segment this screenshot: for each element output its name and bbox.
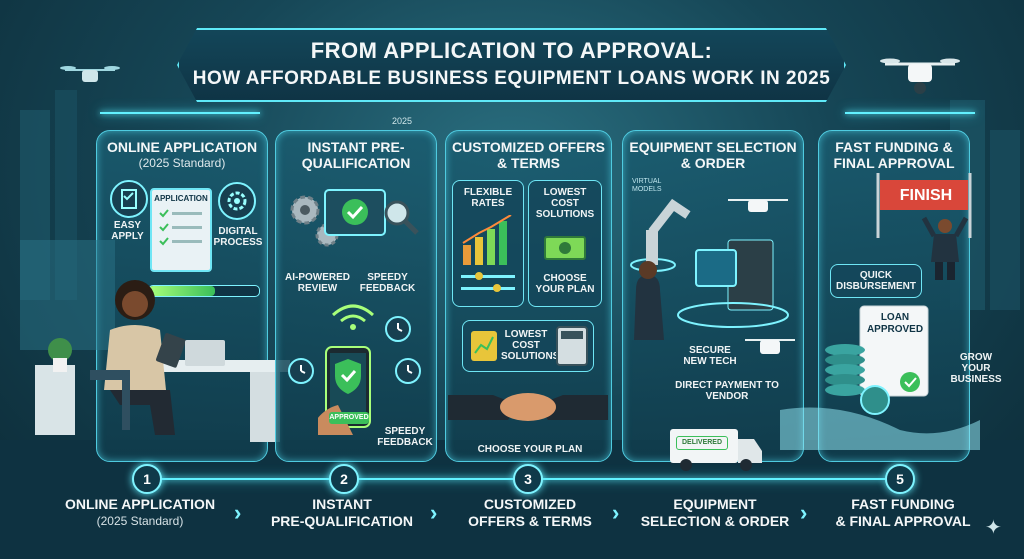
- label-flexible-rates: FLEXIBLE RATES: [463, 187, 513, 209]
- flow-line: [845, 112, 975, 114]
- server-icon: [677, 239, 789, 328]
- loan-approved-title: LOAN APPROVED: [866, 312, 924, 335]
- clock-icon: [395, 358, 421, 384]
- magnifier-icon: [384, 200, 419, 235]
- step-subtitle: & FINAL APPROVAL: [835, 513, 971, 529]
- step-title: INSTANT: [312, 496, 372, 512]
- label-lowest-cost: LOWEST COST SOLUTIONS: [535, 187, 595, 220]
- chevron-right-icon: ›: [234, 500, 242, 525]
- title-banner: FROM APPLICATION TO APPROVAL: HOW AFFORD…: [177, 28, 846, 102]
- title-line-1: FROM APPLICATION TO APPROVAL:: [310, 38, 713, 63]
- ai-review-illustration: [290, 189, 419, 247]
- checkmark-icon: [342, 199, 368, 225]
- calculator-icon: [556, 326, 588, 366]
- label-choose-plan: CHOOSE YOUR PLAN: [535, 273, 595, 295]
- label-digital-process: DIGITAL PROCESS: [213, 226, 263, 248]
- cash-icon: [544, 236, 586, 260]
- drone-icon: [880, 58, 960, 94]
- label-easy-apply: EASY APPLY: [111, 220, 144, 242]
- chart-icon: [471, 331, 497, 361]
- card-cost-solutions: LOWEST COST SOLUTIONS: [462, 320, 594, 372]
- label-quick-disbursement: QUICK DISBURSEMENT: [835, 270, 916, 292]
- step-number: 2: [329, 464, 359, 494]
- phone-approval-illustration: [318, 346, 371, 435]
- checkmark-icon: [900, 372, 920, 392]
- progress-fill: [149, 286, 215, 296]
- equipment-illustration: [630, 198, 789, 340]
- application-form: APPLICATION: [150, 188, 212, 272]
- card-lowest-cost: LOWEST COST SOLUTIONS CHOOSE YOUR PLAN: [528, 180, 602, 307]
- step-title: FAST FUNDING: [851, 496, 955, 512]
- application-progress-bar: [148, 285, 260, 297]
- panel-title: INSTANT PRE-QUALIFICATION: [301, 139, 411, 171]
- step-subtitle: PRE-QUALIFICATION: [270, 513, 414, 529]
- clock-icon: [288, 358, 314, 384]
- celebrating-person: [921, 216, 969, 280]
- chart-icon: [461, 215, 515, 292]
- gear-icon: [218, 182, 256, 220]
- label-virtual-models: VIRTUAL MODELS: [632, 178, 662, 193]
- finish-banner-text: FINISH: [899, 187, 953, 204]
- card-quick-disbursement: QUICK DISBURSEMENT: [830, 264, 922, 298]
- shield-icon: [335, 359, 361, 394]
- step-number: 5: [885, 464, 915, 494]
- sparkle-icon: ✦: [985, 517, 1002, 539]
- approved-badge: APPROVED: [329, 412, 369, 424]
- step-title: EQUIPMENT: [673, 496, 757, 512]
- chevron-right-icon: ›: [612, 500, 620, 525]
- label-ai-review: AI-POWERED REVIEW: [285, 272, 350, 294]
- chevron-right-icon: ›: [800, 500, 808, 525]
- trophy-flag-icon: [876, 173, 972, 238]
- step-subtitle: OFFERS & TERMS: [468, 513, 592, 529]
- step-title: ONLINE APPLICATION: [64, 496, 216, 512]
- label-speedy-feedback: SPEEDY FEEDBACK: [359, 272, 416, 294]
- delivered-badge: DELIVERED: [676, 436, 728, 450]
- step-subtitle: SELECTION & ORDER: [640, 513, 790, 529]
- step-label: EQUIPMENT SELECTION & ORDER: [640, 496, 790, 530]
- gear-icon: [290, 195, 320, 225]
- title-line-2: HOW AFFORDABLE BUSINESS EQUIPMENT LOANS …: [192, 68, 831, 89]
- step-label: FAST FUNDING & FINAL APPROVAL: [828, 496, 978, 530]
- label-choose-plan-2: CHOOSE YOUR PLAN: [477, 444, 583, 455]
- label-lowest-cost-2: LOWEST COST SOLUTIONS: [501, 329, 560, 362]
- drone-icon: [728, 199, 788, 212]
- label-direct-payment: DIRECT PAYMENT TO VENDOR: [675, 380, 779, 402]
- step-number: 3: [513, 464, 543, 494]
- card-flexible-rates: FLEXIBLE RATES: [452, 180, 524, 307]
- step-label: CUSTOMIZED OFFERS & TERMS: [455, 496, 605, 530]
- step-number: 1: [132, 464, 162, 494]
- label-speedy-feedback-2: SPEEDY FEEDBACK: [377, 426, 433, 448]
- year-tag: 2025: [392, 116, 413, 126]
- drone-icon: [60, 66, 120, 82]
- dollar-icon: [860, 385, 890, 415]
- coin-stack-icon: [825, 344, 865, 396]
- step-label: ONLINE APPLICATION (2025 Standard): [55, 496, 225, 530]
- wifi-icon: [331, 304, 375, 330]
- panel-title: ONLINE APPLICATION: [106, 139, 258, 155]
- clock-icon: [385, 316, 411, 342]
- step-label: INSTANT PRE-QUALIFICATION: [262, 496, 422, 530]
- loan-approved-illustration: [780, 305, 980, 450]
- drone-icon: [745, 339, 795, 354]
- checklist-icon: [110, 180, 148, 218]
- label-grow-business: GROW YOUR BUSINESS: [950, 352, 1002, 385]
- label-secure-tech: SECURE NEW TECH: [683, 345, 737, 367]
- step-title: CUSTOMIZED: [483, 496, 577, 512]
- step-subtitle: (2025 Standard): [96, 514, 184, 528]
- panel-title: EQUIPMENT SELECTION & ORDER: [629, 139, 797, 171]
- form-checkmarks: [159, 209, 202, 246]
- panel-title: CUSTOMIZED OFFERS & TERMS: [452, 139, 605, 171]
- truck-icon: [670, 429, 762, 471]
- applicant-illustration: [20, 240, 290, 442]
- panel-subtitle: (2025 Standard): [138, 156, 226, 170]
- application-form-title: APPLICATION: [154, 194, 208, 203]
- robot-arm-icon: [630, 198, 691, 272]
- panel-title: FAST FUNDING & FINAL APPROVAL: [833, 139, 955, 171]
- handshake-icon: [448, 393, 608, 421]
- flow-line: [100, 112, 260, 114]
- chevron-right-icon: ›: [430, 500, 438, 525]
